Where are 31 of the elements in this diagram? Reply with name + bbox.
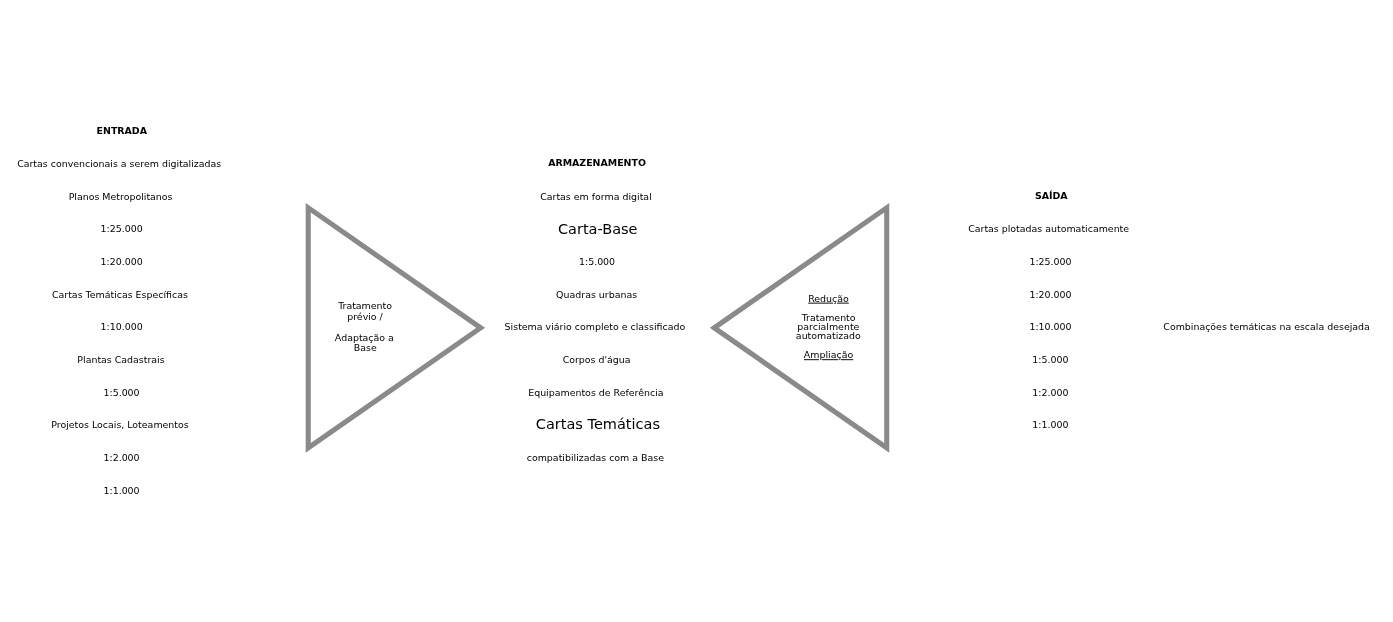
label: ENTRADA [96, 124, 147, 136]
label: 1:5.000 [103, 386, 140, 398]
label: 1:2.000 [103, 451, 140, 463]
label: 1:1.000 [1032, 418, 1069, 430]
label: Plantas Cadastrais [77, 353, 165, 365]
label: 1:10.000 [100, 320, 143, 332]
label: Sistema viário completo e classificado [504, 320, 686, 332]
label: Corpos d'água [562, 353, 631, 365]
label: Projetos Locais, Loteamentos [51, 418, 189, 430]
label: Combinações temáticas na escala desejada [1163, 320, 1370, 332]
label: 1:10.000 [1029, 320, 1072, 332]
label: Carta-Base [557, 220, 638, 237]
label: Cartas Temáticas Específicas [51, 288, 188, 300]
label: Cartas em forma digital [540, 190, 652, 202]
label: SAÍDA [1034, 189, 1068, 201]
label: 1:25.000 [1029, 255, 1072, 267]
label: 1:20.000 [1029, 288, 1072, 300]
label: 1:5.000 [578, 255, 616, 267]
label: 1:20.000 [100, 255, 143, 267]
label: compatibilizadas com a Base [526, 451, 664, 463]
label: Cartas Temáticas [535, 415, 660, 432]
label: Quadras urbanas [556, 288, 638, 300]
label: 1:25.000 [100, 222, 143, 234]
label: 1:2.000 [1032, 386, 1069, 398]
label: Equipamentos de Referência [528, 386, 664, 398]
label: Cartas plotadas automaticamente [968, 222, 1130, 234]
label: 1:1.000 [103, 484, 140, 496]
label: ARMAZENAMENTO [548, 156, 646, 168]
label: Planos Metropolitanos [68, 190, 173, 202]
label: 1:5.000 [1032, 353, 1069, 365]
label: Cartas convencionais a serem digitalizadas [17, 157, 222, 169]
